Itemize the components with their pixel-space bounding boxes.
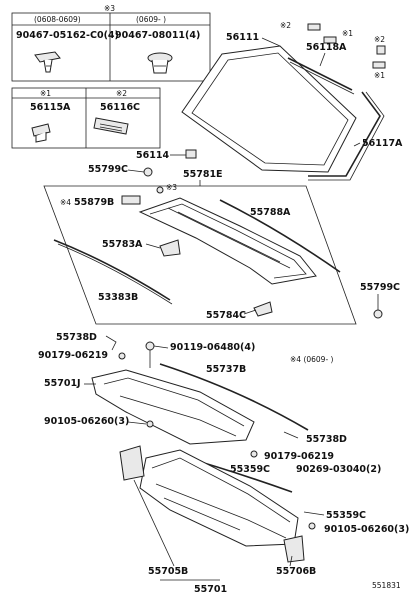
label-56118A: 56118A xyxy=(306,42,347,53)
label-55705B: 55705B xyxy=(148,566,188,577)
legend-part-b: 56116C xyxy=(100,102,140,113)
cowl-panel xyxy=(139,449,299,547)
molding-legend-box: ※1 ※2 56115A 56116C xyxy=(11,87,161,149)
note-star2: ※2 xyxy=(280,21,291,30)
hood-seal xyxy=(53,239,171,301)
note-star2: ※2 xyxy=(374,35,385,44)
legend-sym2: ※2 xyxy=(116,89,127,98)
cowl-assembly-box xyxy=(43,185,357,325)
clip-icon xyxy=(147,52,173,74)
cowl-louver-panel xyxy=(138,197,317,285)
label-55784C: 55784C xyxy=(206,310,246,321)
cowl-bracket-left xyxy=(119,445,145,481)
label-55701: 55701 xyxy=(194,584,227,595)
cowl-ventilator-panel xyxy=(91,369,255,445)
clip-icon xyxy=(373,309,383,319)
clip-icon xyxy=(156,186,164,194)
label-90105-left: 90105-06260(3) xyxy=(44,416,129,427)
label-55738D-top: 55738D xyxy=(56,332,97,343)
clip-icon xyxy=(185,149,197,159)
seal-part xyxy=(121,195,141,205)
label-56111: 56111 xyxy=(226,32,259,43)
label-90179-left: 90179-06219 xyxy=(38,350,108,361)
molding-clip-icon xyxy=(307,23,386,69)
cowl-weatherstrip xyxy=(219,199,341,273)
bolt-icon xyxy=(146,420,154,428)
note-star3: ※3 xyxy=(166,183,177,192)
note-star4-range: ※4 (0609- ) xyxy=(290,355,334,364)
note-star1: ※1 xyxy=(342,29,353,38)
label-55738D-right: 55738D xyxy=(306,434,347,445)
legend-note-symbol: ※3 xyxy=(104,4,115,13)
legend-sym1: ※1 xyxy=(40,89,51,98)
label-55359C-b: 55359C xyxy=(326,510,366,521)
legend-col2-range: (0609- ) xyxy=(136,15,166,24)
clip-icon xyxy=(93,117,129,135)
diagram-id: 551831 xyxy=(372,581,401,590)
label-56114: 56114 xyxy=(136,150,169,161)
label-90119: 90119-06480(4) xyxy=(170,342,255,353)
bolt-icon xyxy=(145,341,155,351)
note-star4: ※4 xyxy=(60,198,71,207)
cowl-bracket-right xyxy=(283,535,305,563)
legend-part-a: 56115A xyxy=(30,102,71,113)
label-55879B: 55879B xyxy=(74,197,114,208)
bolt-icon xyxy=(118,352,126,360)
seal-part xyxy=(159,239,181,257)
label-55788A: 55788A xyxy=(250,207,291,218)
fastener-legend-box: ※3 (0608-0609) (0609- ) 90467-05162-C0(4… xyxy=(11,4,211,82)
windshield-molding xyxy=(287,57,385,181)
label-90269: 90269-03040(2) xyxy=(296,464,381,475)
label-56117A: 56117A xyxy=(362,138,403,149)
label-55701J: 55701J xyxy=(44,378,81,389)
windshield-glass xyxy=(181,45,357,173)
label-90179-right: 90179-06219 xyxy=(264,451,334,462)
legend-col2-part: 90467-08011(4) xyxy=(115,30,200,41)
label-55706B: 55706B xyxy=(276,566,316,577)
label-55799C-top: 55799C xyxy=(88,164,128,175)
clip-icon xyxy=(31,123,51,143)
label-55799C-right: 55799C xyxy=(360,282,400,293)
label-55359C-a: 55359C xyxy=(230,464,270,475)
note-star1: ※1 xyxy=(374,71,385,80)
clip-icon xyxy=(143,167,153,177)
label-55737B: 55737B xyxy=(206,364,246,375)
seal-part xyxy=(253,301,273,317)
legend-col1-part: 90467-05162-C0(4) xyxy=(16,30,119,41)
bolt-icon xyxy=(250,450,258,458)
label-53383B: 53383B xyxy=(98,292,138,303)
legend-col1-range: (0608-0609) xyxy=(34,15,81,24)
bolt-icon xyxy=(308,522,316,530)
label-55783A: 55783A xyxy=(102,239,143,250)
label-90105-right: 90105-06260(3) xyxy=(324,524,409,535)
label-55781E: 55781E xyxy=(183,169,223,180)
cowl-seal-strip xyxy=(159,363,309,431)
clip-icon xyxy=(34,51,61,73)
